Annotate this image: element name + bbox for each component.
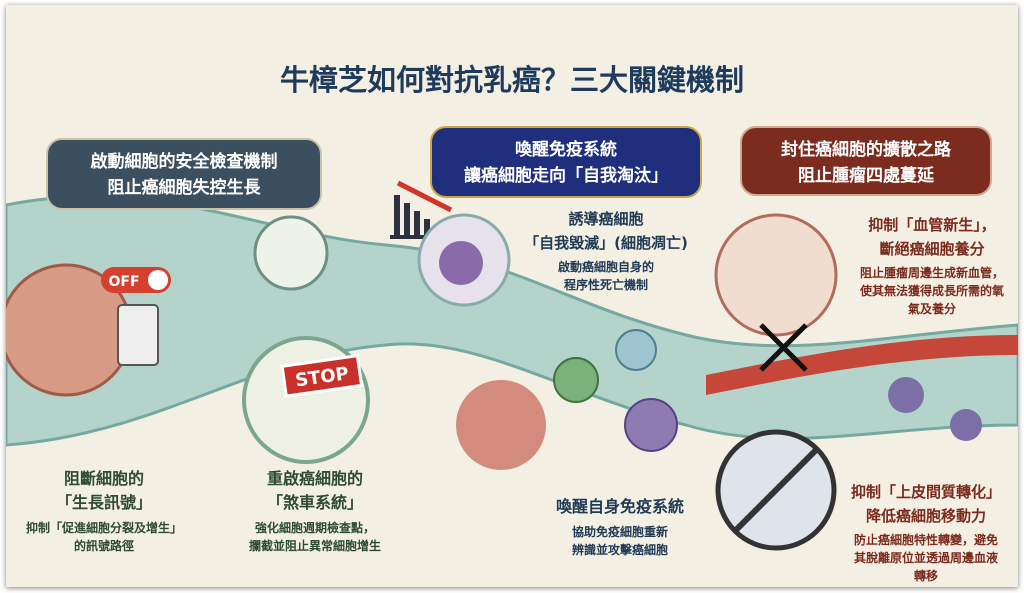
illustration: OFF STOP	[6, 180, 1018, 551]
cancer-cell	[439, 241, 483, 285]
item-desc: 使其無法獲得成長所需的氧	[859, 284, 1004, 298]
item-desc: 的訊號路徑	[73, 539, 134, 553]
item-title: 誘導癌細胞	[568, 210, 644, 228]
migrating-cell	[888, 377, 924, 413]
dna-magnifier	[253, 215, 329, 291]
page-title: 牛樟芝如何對抗乳癌？三大關鍵機制	[279, 63, 744, 97]
mechanism-header-2: 喚醒免疫系統讓癌細胞走向「自我淘汰」	[430, 126, 702, 198]
immune-cell	[624, 398, 678, 452]
angiogenesis-magnifier	[714, 213, 838, 337]
item-apoptosis: 誘導癌細胞 「自我毀滅」(細胞凋亡) 啟動癌細胞自身的 程序性死亡機制	[516, 207, 696, 294]
header-line: 喚醒免疫系統	[515, 140, 617, 160]
emt-blocked-icon	[715, 429, 837, 551]
item-title: 抑制「上皮間質轉化」	[850, 483, 1001, 501]
header-line: 讓癌細胞走向「自我淘汰」	[464, 166, 668, 186]
item-desc: 抑制「促進細胞分裂及增生」	[25, 521, 182, 535]
item-title: 斷絕癌細胞養分	[879, 240, 985, 258]
item-title: 「自我毀滅」(細胞凋亡)	[524, 234, 688, 252]
item-title: 抑制「血管新生」，	[868, 216, 996, 234]
migrating-cell	[950, 409, 982, 441]
item-title: 降低癌細胞移動力	[865, 507, 986, 525]
infographic: OFF STOP 牛樟芝如何對抗乳癌？三大關鍵機制 啟動細胞的安全檢查機制阻止癌…	[6, 5, 1018, 587]
tumor-attacked	[456, 380, 546, 470]
header-line: 阻止腫瘤四處蔓延	[798, 166, 934, 186]
blocked-x-icon	[759, 323, 808, 372]
item-desc: 防止癌細胞特性轉變，避免	[853, 533, 998, 547]
header-line: 封住癌細胞的擴散之路	[781, 140, 951, 160]
mechanism-header-1: 啟動細胞的安全檢查機制阻止癌細胞失控生長	[46, 138, 322, 210]
blood-vessel	[706, 335, 1018, 395]
off-switch: OFF	[101, 267, 171, 366]
item-title: 阻斷細胞的	[63, 469, 144, 488]
item-brake-system: 重啟癌細胞的 「煞車系統」 強化細胞週期檢查點， 攔截並阻止異常細胞增生	[220, 467, 410, 555]
item-title: 「煞車系統」	[266, 493, 363, 512]
item-desc: 其脫離原位並透過周邊血液	[853, 551, 998, 565]
item-desc: 轉移	[913, 569, 938, 583]
item-title: 喚醒自身免疫系統	[555, 497, 684, 516]
item-angiogenesis: 抑制「血管新生」， 斷絕癌細胞養分 阻止腫瘤周邊生成新血管， 使其無法獲得成長所…	[844, 213, 1018, 318]
item-desc: 攔截並阻止異常細胞增生	[248, 539, 381, 553]
item-desc: 程序性死亡機制	[563, 278, 648, 292]
svg-text:OFF: OFF	[108, 274, 139, 290]
item-desc: 阻止腫瘤周邊生成新血管，	[859, 266, 1004, 280]
mechanism-header-3: 封住癌細胞的擴散之路阻止腫瘤四處蔓延	[740, 126, 992, 196]
declining-chart-icon	[390, 180, 453, 239]
immune-cell	[553, 357, 599, 403]
item-desc: 氣及養分	[907, 302, 956, 316]
item-growth-signal: 阻斷細胞的 「生長訊號」 抑制「促進細胞分裂及增生」 的訊號路徑	[6, 467, 202, 555]
item-desc: 協助免疫細胞重新	[571, 525, 668, 539]
item-immune: 喚醒自身免疫系統 協助免疫細胞重新 辨識並攻擊癌細胞	[530, 495, 710, 559]
item-emt: 抑制「上皮間質轉化」 降低癌細胞移動力 防止癌細胞特性轉變，避免 其脫離原位並透…	[836, 480, 1016, 585]
immune-cell	[615, 329, 657, 371]
stop-sign: STOP	[280, 354, 364, 398]
item-title: 「生長訊號」	[55, 493, 152, 512]
header-line: 阻止癌細胞失控生長	[107, 178, 261, 198]
item-title: 重啟癌細胞的	[266, 469, 363, 488]
item-desc: 辨識並攻擊癌細胞	[571, 543, 668, 557]
header-line: 啟動細胞的安全檢查機制	[90, 152, 278, 172]
item-desc: 強化細胞週期檢查點，	[254, 521, 375, 535]
item-desc: 啟動癌細胞自身的	[557, 260, 654, 274]
